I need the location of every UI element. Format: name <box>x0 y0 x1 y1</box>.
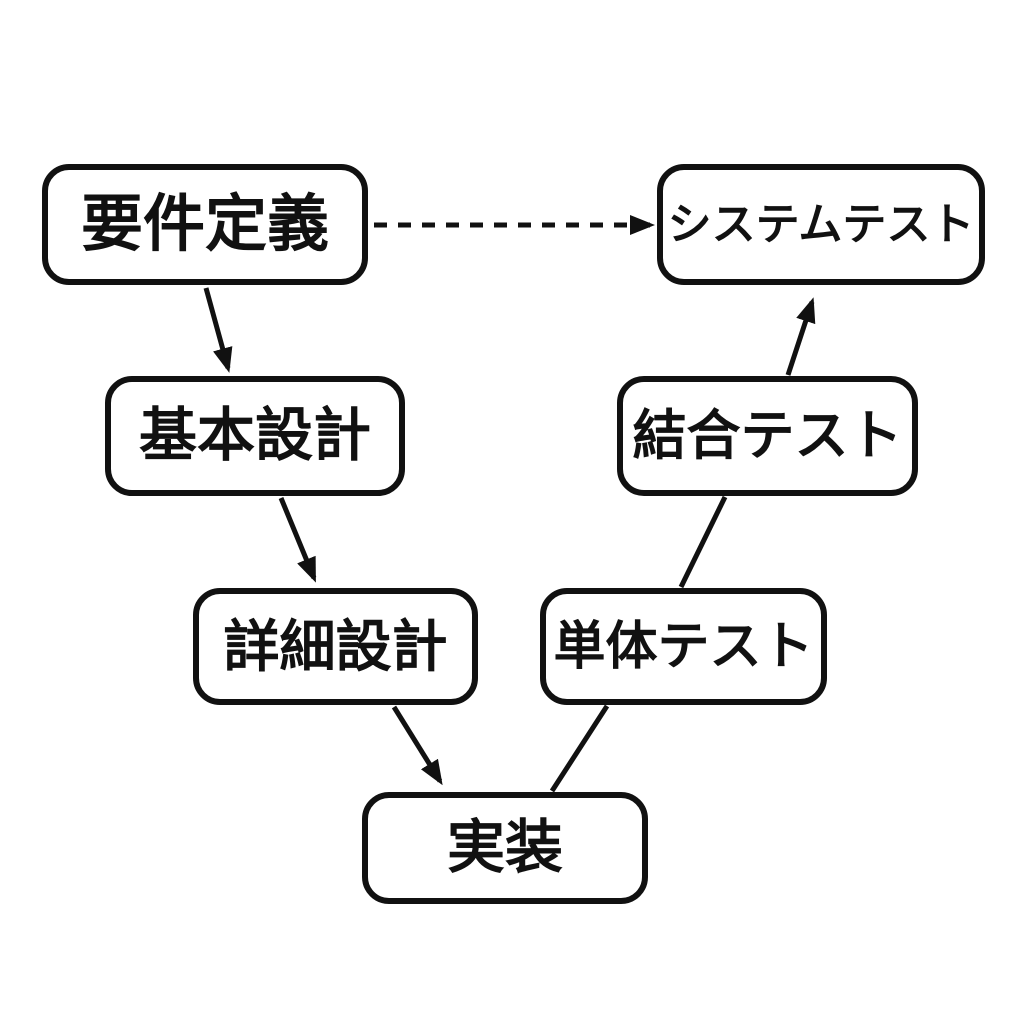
node-requirements: 要件定義 <box>42 164 368 285</box>
node-integration-test-label: 結合テスト <box>632 406 903 466</box>
node-unit-test-label: 単体テスト <box>553 617 814 676</box>
node-system-test-label: システムテスト <box>667 199 975 249</box>
edge-requirements-to-basic-design-arrow <box>203 287 233 373</box>
edge-detailed-design-to-implementation-arrow <box>391 705 443 786</box>
edge-basic-design-to-detailed-design-arrow <box>278 497 317 583</box>
edge-integration-test-to-system-test-arrow <box>785 297 816 376</box>
node-detailed-design-label: 詳細設計 <box>223 614 448 678</box>
edge-implementation-to-unit-test-line <box>549 704 610 793</box>
node-implementation-label: 実装 <box>446 815 563 880</box>
node-integration-test: 結合テスト <box>617 376 918 496</box>
node-basic-design-label: 基本設計 <box>138 403 371 468</box>
node-detailed-design: 詳細設計 <box>193 588 478 705</box>
node-requirements-label: 要件定義 <box>80 189 329 259</box>
node-basic-design: 基本設計 <box>105 376 405 496</box>
node-implementation: 実装 <box>362 792 648 904</box>
node-system-test: システムテスト <box>657 164 985 285</box>
edge-unit-test-to-integration-test-line <box>678 495 728 589</box>
node-unit-test: 単体テスト <box>540 588 827 705</box>
